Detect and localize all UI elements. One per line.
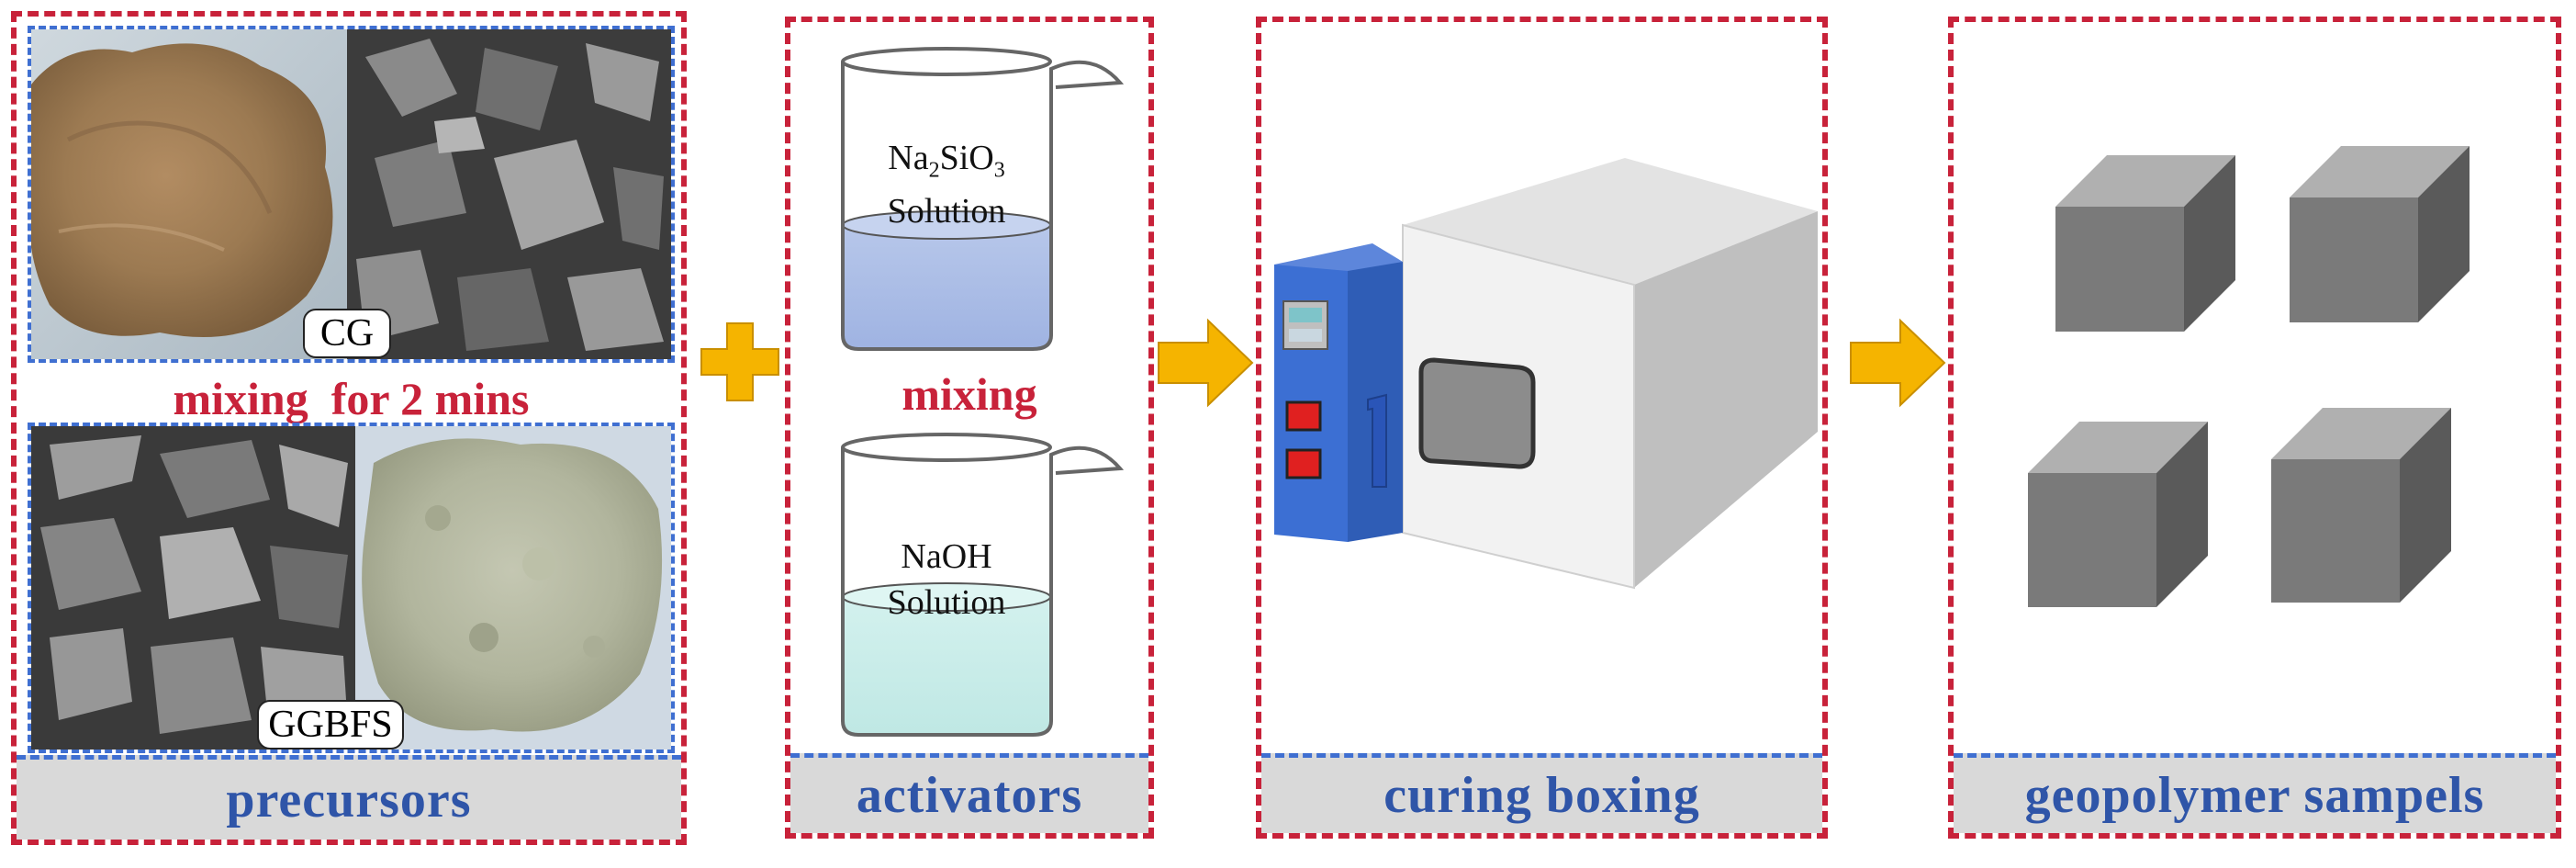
plus-icon (698, 320, 782, 404)
precursors-mixing-label: mixing for 2 mins (173, 373, 530, 424)
ggbfs-group (28, 423, 675, 753)
ggbfs-sem-photo (31, 426, 355, 750)
cg-label: CG (303, 309, 391, 358)
activators-panel (785, 17, 1154, 839)
samples-panel (1948, 17, 2561, 839)
cube-icon (2286, 142, 2479, 326)
precursors-panel (11, 11, 687, 845)
beaker-icon (826, 41, 1129, 358)
curing-panel (1256, 17, 1828, 839)
beaker2-solution-label: Solution (887, 583, 1006, 622)
beaker1-solution-label: Solution (887, 192, 1006, 231)
arrow-right-icon (1155, 317, 1256, 409)
chem-na: Na (888, 139, 929, 177)
chem-sio: SiO (939, 139, 994, 177)
beaker1-chemical: Na2SiO3 (843, 138, 1050, 191)
arrow-right-icon (1847, 317, 1948, 409)
cube-icon (2052, 152, 2245, 335)
chem-sub-2: 2 (928, 158, 940, 183)
cube-icon (2268, 404, 2460, 606)
cube-icon (2024, 418, 2217, 611)
cg-group (28, 26, 675, 363)
ggbfs-powder-photo (355, 426, 671, 750)
precursors-footer: precursors (17, 755, 681, 840)
activators-mixing-label: mixing (902, 368, 1037, 420)
beaker-icon (826, 427, 1129, 744)
beaker2-chemical: NaOH (901, 537, 992, 576)
cg-powder-photo (31, 29, 347, 359)
ggbfs-label: GGBFS (257, 700, 404, 750)
chem-sub-3: 3 (993, 158, 1005, 183)
cg-sem-photo (347, 29, 671, 359)
curing-footer: curing boxing (1261, 753, 1822, 833)
oven-icon (1267, 156, 1827, 590)
activators-footer: activators (790, 753, 1148, 833)
samples-footer: geopolymer sampels (1954, 753, 2556, 833)
